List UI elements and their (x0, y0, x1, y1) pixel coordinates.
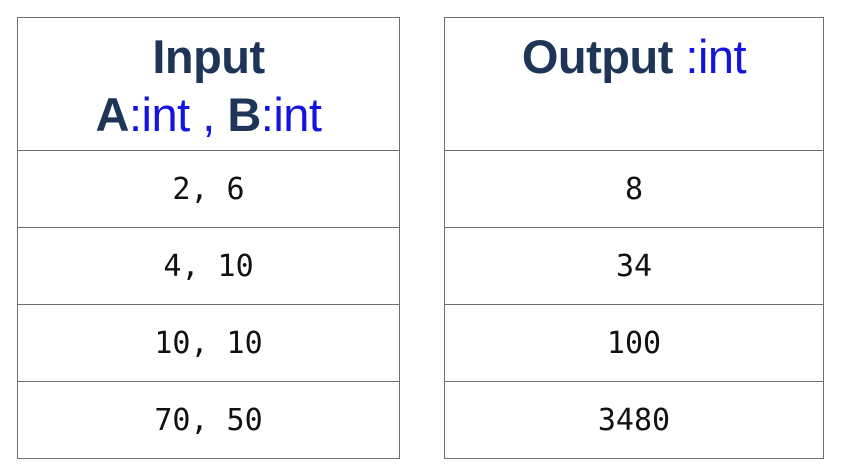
param-a-name: A (95, 88, 130, 141)
input-title: Input (152, 30, 265, 83)
param-b-type: :int (260, 88, 322, 141)
output-table: Output :int 8 34 100 3480 (444, 17, 824, 459)
output-header: Output :int (445, 18, 823, 151)
output-type: :int (672, 30, 747, 83)
input-row-1: 2, 6 (18, 151, 399, 228)
input-row-4: 70, 50 (154, 402, 263, 438)
input-header: Input A:int , B:int (18, 18, 399, 151)
output-row-1: 8 (445, 151, 823, 228)
param-a-type: :int (128, 88, 190, 141)
input-params-line: A:int , B:int (96, 86, 322, 144)
input-row-3: 10, 10 (18, 305, 399, 382)
input-row-2: 4, 10 (18, 228, 399, 305)
param-separator: , (189, 88, 228, 141)
output-title: Output (521, 30, 674, 83)
input-title-line: Input (152, 28, 265, 86)
param-b-name: B (227, 88, 261, 141)
input-table: Input A:int , B:int 2, 6 4, 10 10, 10 70… (17, 17, 400, 459)
output-row-3: 100 (445, 305, 823, 382)
output-title-line: Output :int (521, 28, 747, 86)
output-row-4: 3480 (597, 402, 671, 438)
output-row-2: 34 (445, 228, 823, 305)
